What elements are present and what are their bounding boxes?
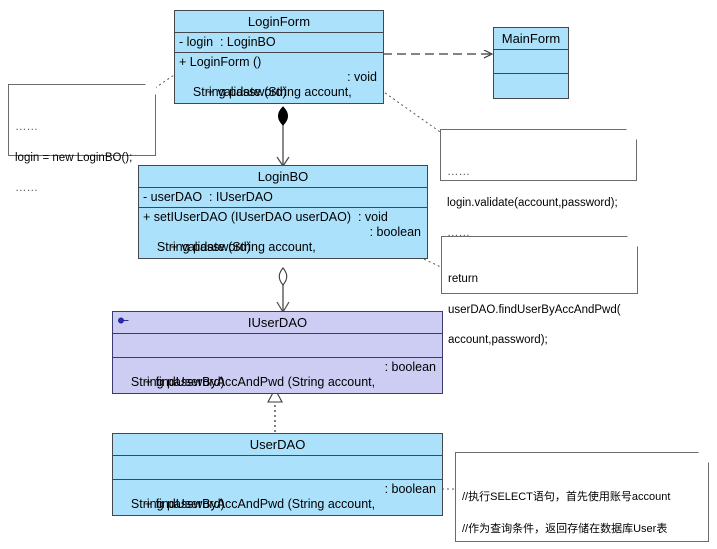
interface-icon [118, 317, 129, 324]
note-sql-comment[interactable]: //执行SELECT语句，首先使用账号account //作为查询条件，返回存储… [455, 452, 709, 542]
operation-signature: + validate (String account, [170, 240, 316, 255]
attribute-row: - login : LoginBO [179, 35, 276, 50]
operation-signature: + findUserByAccAndPwd (String account, [144, 497, 376, 512]
operation-row: + validate (String account, : boolean [143, 225, 423, 254]
class-operations-mainform [494, 74, 568, 98]
operation-row-continued: String password) [179, 85, 287, 100]
class-attributes-loginbo: - userDAO : IUserDAO [139, 188, 427, 209]
class-operations-userdao: + findUserByAccAndPwd (String account, :… [113, 480, 442, 515]
note-anchor-validate-call [380, 89, 444, 135]
operation-row: + validate (String account, : void [179, 70, 379, 99]
operation-return-type: : void [347, 70, 377, 85]
operation-row: + findUserByAccAndPwd (String account, :… [117, 482, 438, 511]
operation-return-type: : boolean [384, 360, 436, 375]
class-title-loginform: LoginForm [175, 11, 383, 34]
note-line: …… [447, 166, 470, 179]
class-title-userdao: UserDAO [113, 434, 442, 457]
operation-signature: + findUserByAccAndPwd (String account, [144, 375, 376, 390]
interface-name: IUserDAO [247, 315, 308, 330]
class-title-loginbo: LoginBO [139, 166, 427, 189]
note-validate-call[interactable]: …… login.validate(account,password); …… [440, 129, 637, 239]
class-attributes-mainform [494, 50, 568, 75]
note-fold-icon [626, 129, 637, 140]
note-line: login = new LoginBO(); [15, 151, 133, 164]
note-line: return [448, 273, 479, 286]
operation-return-type: : boolean [384, 482, 436, 497]
class-attributes-loginform: - login : LoginBO [175, 33, 383, 54]
interface-box-iuserdao[interactable]: IUserDAO + findUserByAccAndPwd (String a… [112, 311, 443, 395]
operation-row-continued: String password) [117, 497, 225, 512]
note-line: //作为查询条件，返回存储在数据库User表 [462, 522, 668, 535]
operation-signature: + validate (String account, [206, 85, 352, 100]
note-fold-icon [627, 236, 638, 247]
operation-row: + setIUserDAO (IUserDAO userDAO) : void [143, 210, 388, 225]
class-box-mainform[interactable]: MainForm [493, 27, 569, 100]
note-line: //执行SELECT语句，首先使用账号account [462, 490, 671, 503]
note-return-find[interactable]: return userDAO.findUserByAccAndPwd( acco… [441, 236, 638, 346]
class-box-userdao[interactable]: UserDAO + findUserByAccAndPwd (String ac… [112, 433, 443, 517]
edge-composition-loginform-loginbo [276, 106, 290, 168]
note-fold-icon [698, 452, 709, 463]
note-fold-icon [145, 84, 156, 95]
operation-row: + LoginForm () [179, 55, 262, 70]
operation-row-continued: String password) [143, 240, 251, 255]
attribute-row: - userDAO : IUserDAO [143, 190, 273, 205]
operation-return-type: : boolean [369, 225, 421, 240]
edge-aggregation-loginbo-iuserdao [276, 267, 290, 314]
note-line: …… [15, 182, 38, 195]
class-operations-loginbo: + setIUserDAO (IUserDAO userDAO) : void … [139, 208, 427, 258]
interface-attributes-iuserdao [113, 334, 442, 359]
note-line: login.validate(account,password); [447, 196, 618, 209]
operation-row: + findUserByAccAndPwd (String account, :… [117, 360, 438, 389]
note-line: account,password); [448, 334, 548, 347]
class-operations-loginform: + LoginForm () + validate (String accoun… [175, 53, 383, 103]
class-box-loginbo[interactable]: LoginBO - userDAO : IUserDAO + setIUserD… [138, 165, 428, 260]
note-line: userDAO.findUserByAccAndPwd( [448, 303, 621, 316]
note-line: …… [15, 121, 38, 134]
class-title-mainform: MainForm [494, 28, 568, 51]
class-attributes-userdao [113, 456, 442, 481]
interface-title-iuserdao: IUserDAO [113, 312, 442, 335]
operation-row-continued: String password) [117, 375, 225, 390]
note-login-new[interactable]: …… login = new LoginBO(); …… [8, 84, 156, 194]
interface-operations-iuserdao: + findUserByAccAndPwd (String account, :… [113, 358, 442, 393]
edge-realization-userdao-iuserdao [267, 387, 283, 432]
class-box-loginform[interactable]: LoginForm - login : LoginBO + LoginForm … [174, 10, 384, 105]
